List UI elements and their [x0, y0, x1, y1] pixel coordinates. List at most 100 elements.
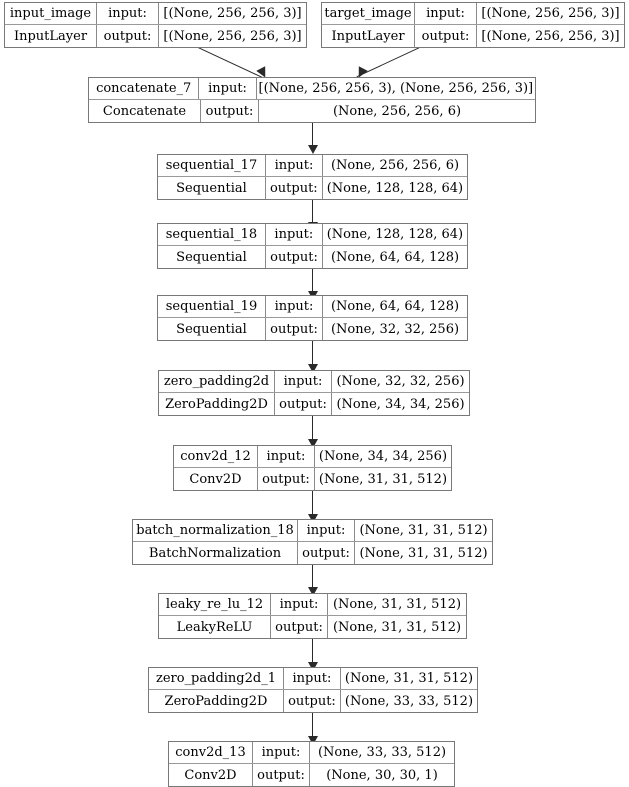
node-input-label: input:	[275, 371, 332, 392]
node-row-input: zero_padding2d_1 input: (None, 31, 31, 5…	[149, 668, 477, 690]
node-class-name: Conv2D	[169, 764, 253, 786]
node-output-label: output:	[284, 690, 341, 712]
node-batch-normalization-18[interactable]: batch_normalization_18 input: (None, 31,…	[132, 519, 493, 565]
edge-sequential-17-to-18	[312, 200, 313, 226]
edge-zero-padding2d-to-conv2d-12	[312, 416, 313, 444]
node-class-name: ZeroPadding2D	[159, 393, 275, 415]
node-output-shape: (None, 30, 30, 1)	[326, 767, 438, 783]
node-output-shape: (None, 32, 32, 256)	[330, 321, 460, 337]
node-output-label: output:	[266, 246, 323, 268]
edge-arrowhead-sequential-17	[308, 145, 318, 154]
node-row-input: sequential_18 input: (None, 128, 128, 64…	[158, 224, 467, 246]
node-output-label: output:	[271, 616, 328, 638]
node-class-name: Concatenate	[89, 100, 201, 122]
node-input-label: input:	[199, 78, 257, 99]
node-zero-padding2d[interactable]: zero_padding2d input: (None, 32, 32, 256…	[158, 370, 470, 416]
node-row-input: target_image input: [(None, 256, 256, 3)…	[322, 3, 624, 25]
edge-arrowhead-batchnorm	[308, 514, 318, 523]
node-output-label: output:	[266, 177, 323, 199]
node-input-label: input:	[271, 594, 328, 615]
node-input-shape: (None, 256, 256, 6)	[330, 158, 460, 173]
node-concatenate-7[interactable]: concatenate_7 input: [(None, 256, 256, 3…	[88, 77, 536, 123]
node-output-shape: (None, 31, 31, 512)	[332, 619, 462, 635]
edge-concatenate-to-sequential-17	[312, 123, 313, 149]
node-layer-name: conv2d_13	[169, 742, 253, 763]
node-input-shape: [(None, 256, 256, 3)]	[481, 6, 620, 21]
node-class-name: InputLayer	[5, 25, 97, 47]
node-output-shape: [(None, 256, 256, 3)]	[481, 28, 620, 44]
node-input-label: input:	[253, 742, 310, 763]
node-input-label: input:	[97, 3, 159, 24]
node-output-label: output:	[201, 100, 259, 122]
node-row-input: conv2d_12 input: (None, 34, 34, 256)	[174, 446, 451, 468]
node-layer-name: sequential_17	[158, 155, 266, 176]
node-leaky-re-lu-12[interactable]: leaky_re_lu_12 input: (None, 31, 31, 512…	[158, 593, 467, 639]
edge-sequential-18-to-19	[312, 269, 313, 295]
node-layer-name: batch_normalization_18	[133, 520, 298, 541]
node-sequential-19[interactable]: sequential_19 input: (None, 64, 64, 128)…	[157, 295, 468, 341]
node-output-shape: [(None, 256, 256, 3)]	[163, 28, 302, 44]
node-input-shape: (None, 64, 64, 128)	[330, 299, 460, 314]
node-class-name: InputLayer	[322, 25, 415, 47]
node-class-name: LeakyReLU	[159, 616, 271, 638]
node-output-shape: (None, 64, 64, 128)	[330, 249, 460, 265]
node-conv2d-13[interactable]: conv2d_13 input: (None, 33, 33, 512) Con…	[168, 741, 455, 787]
node-input-label: input:	[284, 668, 341, 689]
node-output-label: output:	[298, 542, 355, 564]
node-sequential-17[interactable]: sequential_17 input: (None, 256, 256, 6)…	[157, 154, 468, 200]
node-layer-name: zero_padding2d	[159, 371, 275, 392]
edge-conv2d-12-to-batchnorm	[312, 491, 313, 519]
node-row-output: LeakyReLU output: (None, 31, 31, 512)	[159, 616, 466, 638]
node-input-shape: (None, 34, 34, 256)	[318, 449, 448, 464]
node-input-shape: (None, 31, 31, 512)	[359, 523, 488, 538]
node-zero-padding2d-1[interactable]: zero_padding2d_1 input: (None, 31, 31, 5…	[148, 667, 478, 713]
node-input-label: input:	[415, 3, 477, 24]
node-row-output: Sequential output: (None, 128, 128, 64)	[158, 177, 467, 199]
node-output-label: output:	[253, 764, 310, 786]
node-output-label: output:	[266, 318, 323, 340]
node-row-output: Sequential output: (None, 32, 32, 256)	[158, 318, 467, 340]
edge-arrowhead-conv2d-13	[308, 736, 318, 745]
node-class-name: Sequential	[158, 177, 266, 199]
node-row-input: conv2d_13 input: (None, 33, 33, 512)	[169, 742, 454, 764]
edge-arrowhead-conv2d-12	[308, 439, 318, 448]
node-input-label: input:	[258, 446, 315, 467]
node-class-name: Sequential	[158, 318, 266, 340]
node-class-name: Conv2D	[174, 468, 258, 490]
node-output-shape: (None, 31, 31, 512)	[318, 471, 448, 487]
node-layer-name: input_image	[5, 3, 97, 24]
node-input-shape: (None, 31, 31, 512)	[332, 597, 462, 612]
edge-batchnorm-to-leakyrelu	[312, 564, 313, 592]
edge-arrowhead-zero-padding2d-1	[308, 662, 318, 671]
node-output-label: output:	[415, 25, 477, 47]
node-sequential-18[interactable]: sequential_18 input: (None, 128, 128, 64…	[157, 223, 468, 269]
edge-sequential-19-to-zero-padding2d	[312, 341, 313, 369]
node-layer-name: sequential_19	[158, 296, 266, 317]
node-row-input: sequential_19 input: (None, 64, 64, 128)	[158, 296, 467, 318]
node-class-name: Sequential	[158, 246, 266, 268]
node-target-image[interactable]: target_image input: [(None, 256, 256, 3)…	[321, 2, 625, 48]
node-output-shape: (None, 34, 34, 256)	[336, 396, 465, 412]
node-row-input: concatenate_7 input: [(None, 256, 256, 3…	[89, 78, 535, 100]
node-input-label: input:	[298, 520, 355, 541]
node-layer-name: sequential_18	[158, 224, 266, 245]
node-input-shape: [(None, 256, 256, 3)]	[163, 6, 302, 21]
node-row-output: ZeroPadding2D output: (None, 34, 34, 256…	[159, 393, 469, 415]
node-class-name: ZeroPadding2D	[149, 690, 284, 712]
node-input-label: input:	[266, 296, 323, 317]
node-layer-name: target_image	[322, 3, 415, 24]
node-conv2d-12[interactable]: conv2d_12 input: (None, 34, 34, 256) Con…	[173, 445, 452, 491]
node-input-label: input:	[266, 155, 323, 176]
node-row-input: zero_padding2d input: (None, 32, 32, 256…	[159, 371, 469, 393]
node-row-output: InputLayer output: [(None, 256, 256, 3)]	[322, 25, 624, 47]
node-input-shape: [(None, 256, 256, 3), (None, 256, 256, 3…	[258, 81, 534, 96]
node-layer-name: leaky_re_lu_12	[159, 594, 271, 615]
node-row-output: BatchNormalization output: (None, 31, 31…	[133, 542, 492, 564]
node-output-shape: (None, 128, 128, 64)	[326, 180, 464, 196]
node-input-image[interactable]: input_image input: [(None, 256, 256, 3)]…	[4, 2, 307, 48]
node-input-shape: (None, 31, 31, 512)	[344, 671, 474, 686]
node-row-output: Concatenate output: (None, 256, 256, 6)	[89, 100, 535, 122]
node-row-input: sequential_17 input: (None, 256, 256, 6)	[158, 155, 467, 177]
node-output-shape: (None, 33, 33, 512)	[344, 693, 474, 709]
